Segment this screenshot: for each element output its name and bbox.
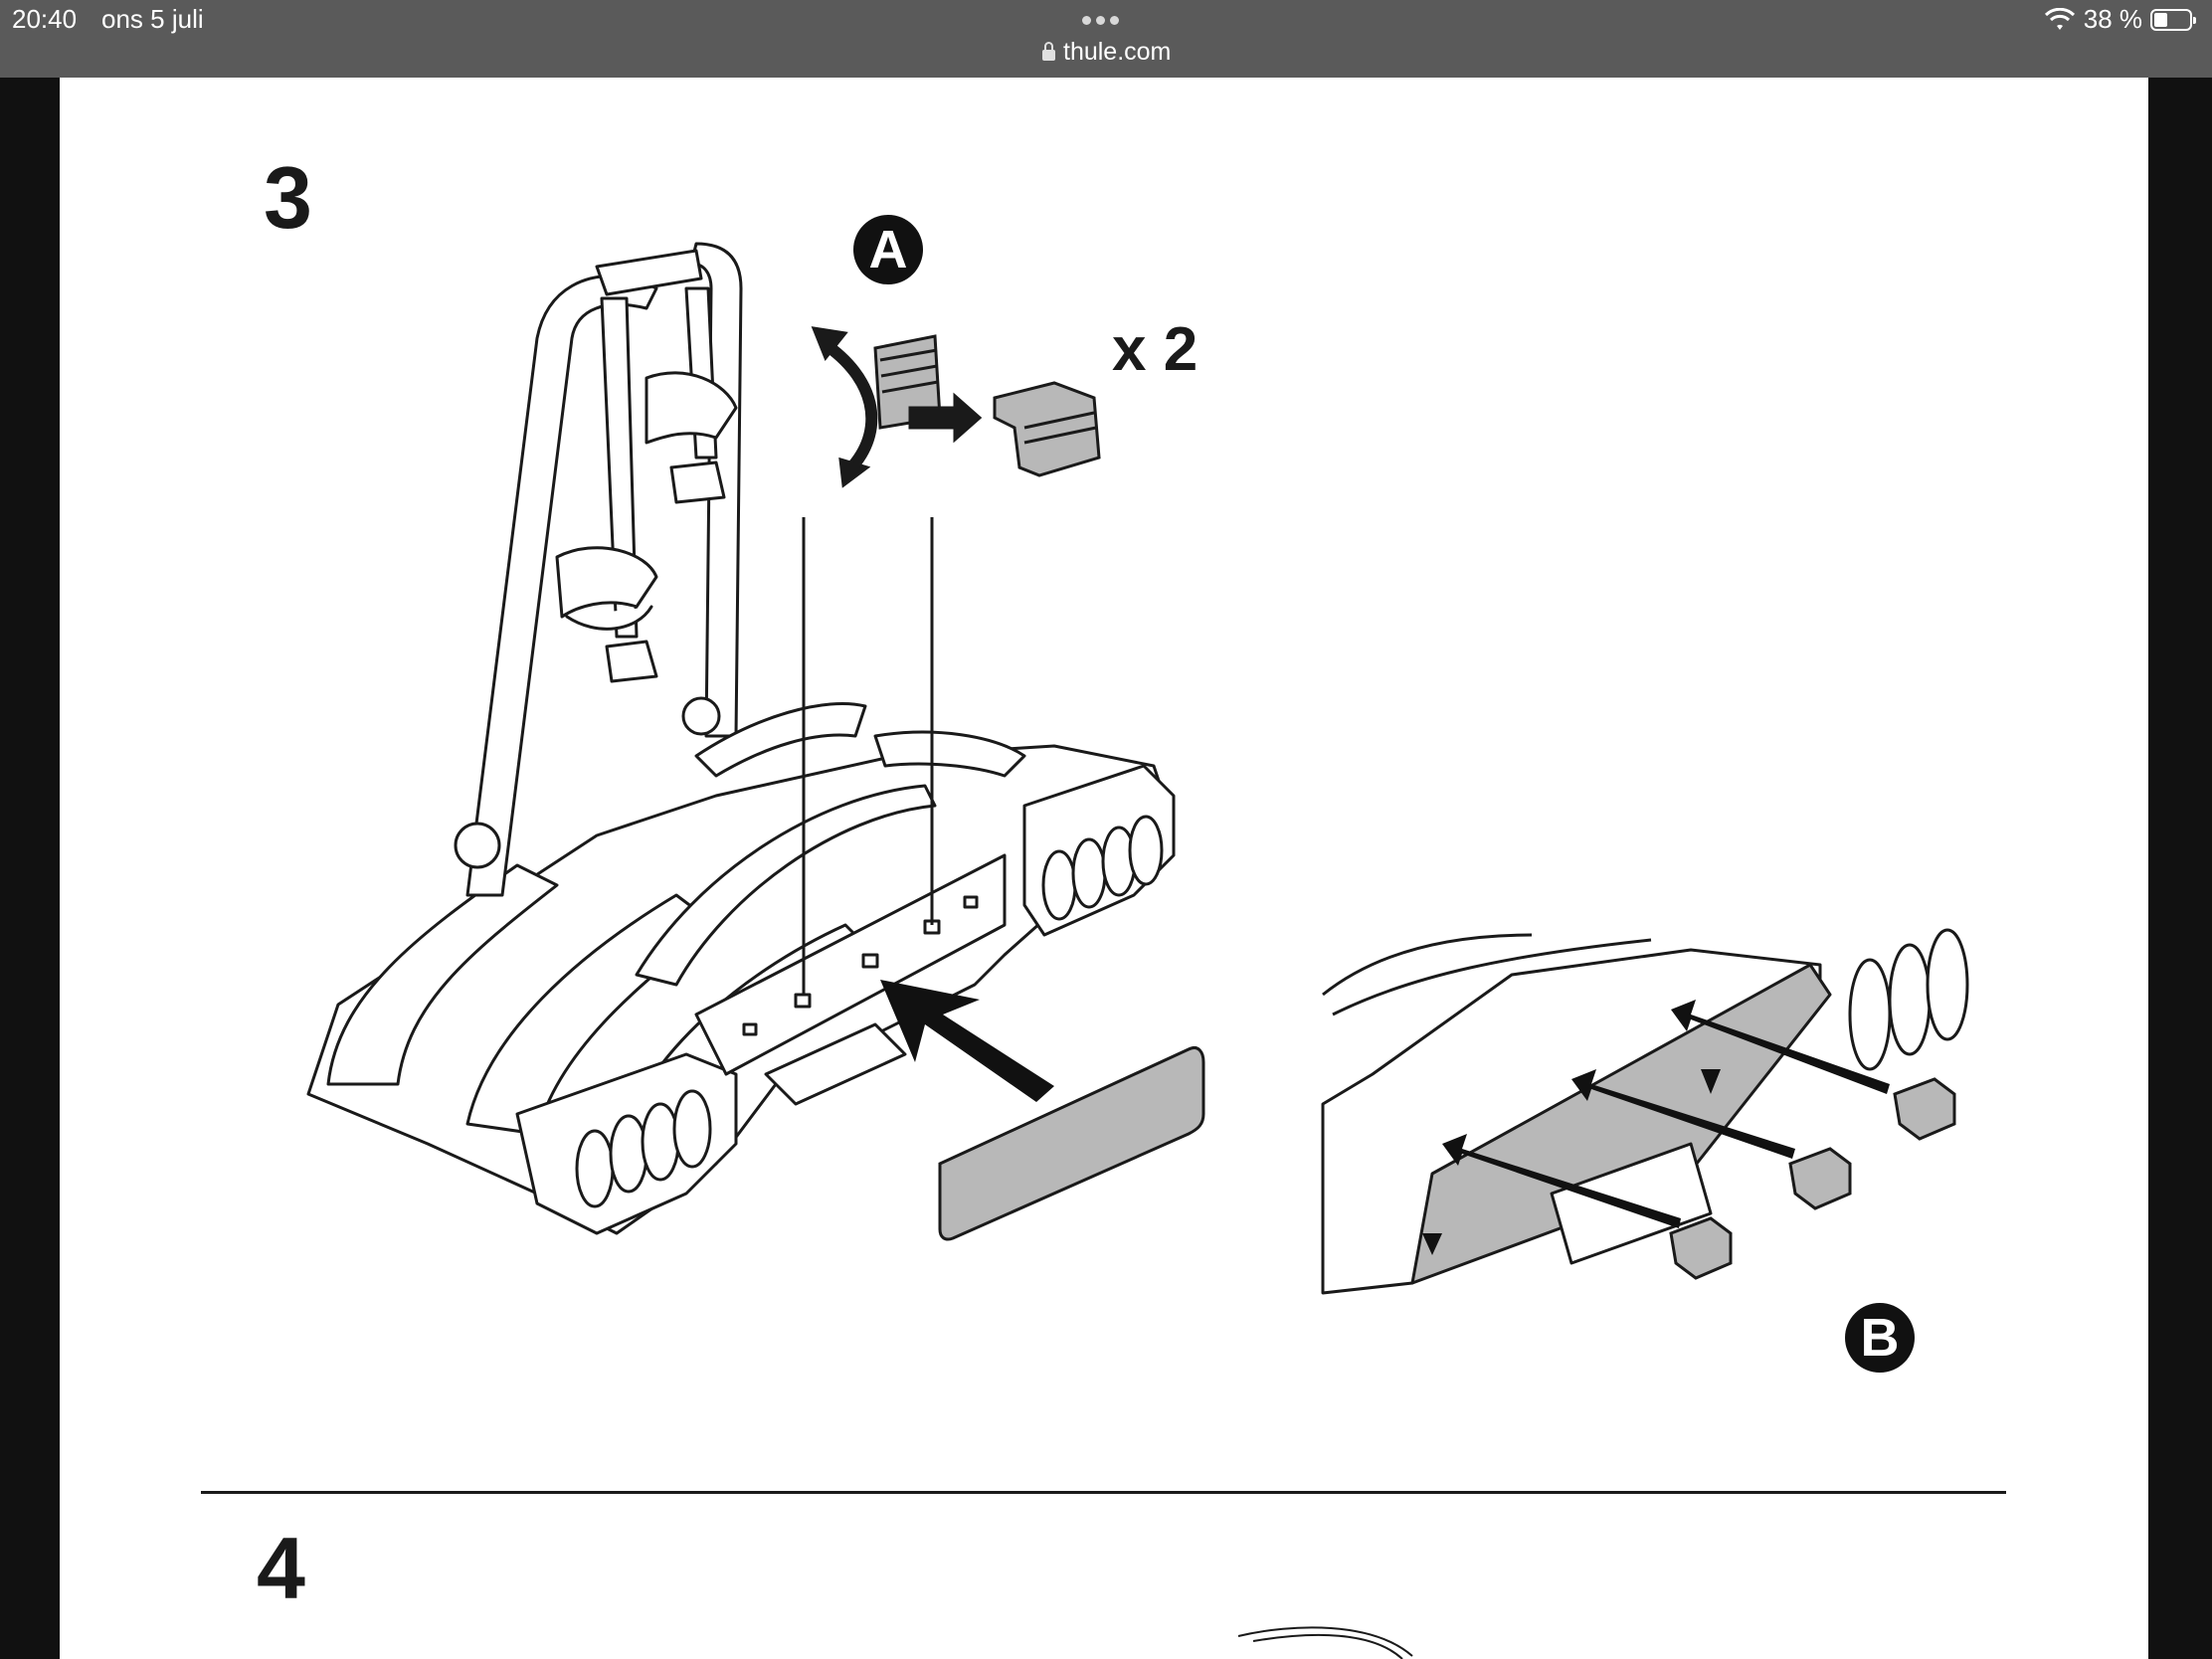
step4-drawing-fragment xyxy=(1237,1626,1413,1657)
more-dots-icon[interactable] xyxy=(1082,12,1132,25)
illustration xyxy=(306,242,1969,1659)
detail-a-drawing xyxy=(811,326,1101,488)
battery-icon xyxy=(2150,8,2196,31)
address-bar[interactable]: thule.com xyxy=(1042,38,1171,67)
badge-a: A xyxy=(853,215,923,284)
badge-b: B xyxy=(1845,1303,1915,1373)
manual-page: 3 A x 2 B 4 xyxy=(60,78,2148,1659)
detail-b-caps xyxy=(1669,1077,1956,1280)
bike-carrier-drawing xyxy=(306,242,1176,1235)
detail-b-arrows xyxy=(1422,1000,1890,1255)
quantity-label: x 2 xyxy=(1112,315,1198,384)
section-divider xyxy=(201,1491,2006,1494)
battery-percent: 38 % xyxy=(2083,4,2142,34)
insert-arrow xyxy=(880,980,1054,1102)
step-number-4: 4 xyxy=(257,1519,305,1617)
detail-b-drawing xyxy=(1321,928,1969,1295)
status-date: ons 5 juli xyxy=(101,4,204,34)
status-bar: 20:40 ons 5 juli thule.com 38 % xyxy=(0,0,2212,78)
status-right: 38 % xyxy=(2044,4,2196,35)
status-time: 20:40 xyxy=(12,4,78,34)
lock-icon xyxy=(1042,42,1055,61)
step-number-3: 3 xyxy=(264,148,312,247)
license-plate xyxy=(938,1046,1205,1241)
wifi-icon xyxy=(2044,7,2075,30)
url-text: thule.com xyxy=(1063,38,1172,66)
